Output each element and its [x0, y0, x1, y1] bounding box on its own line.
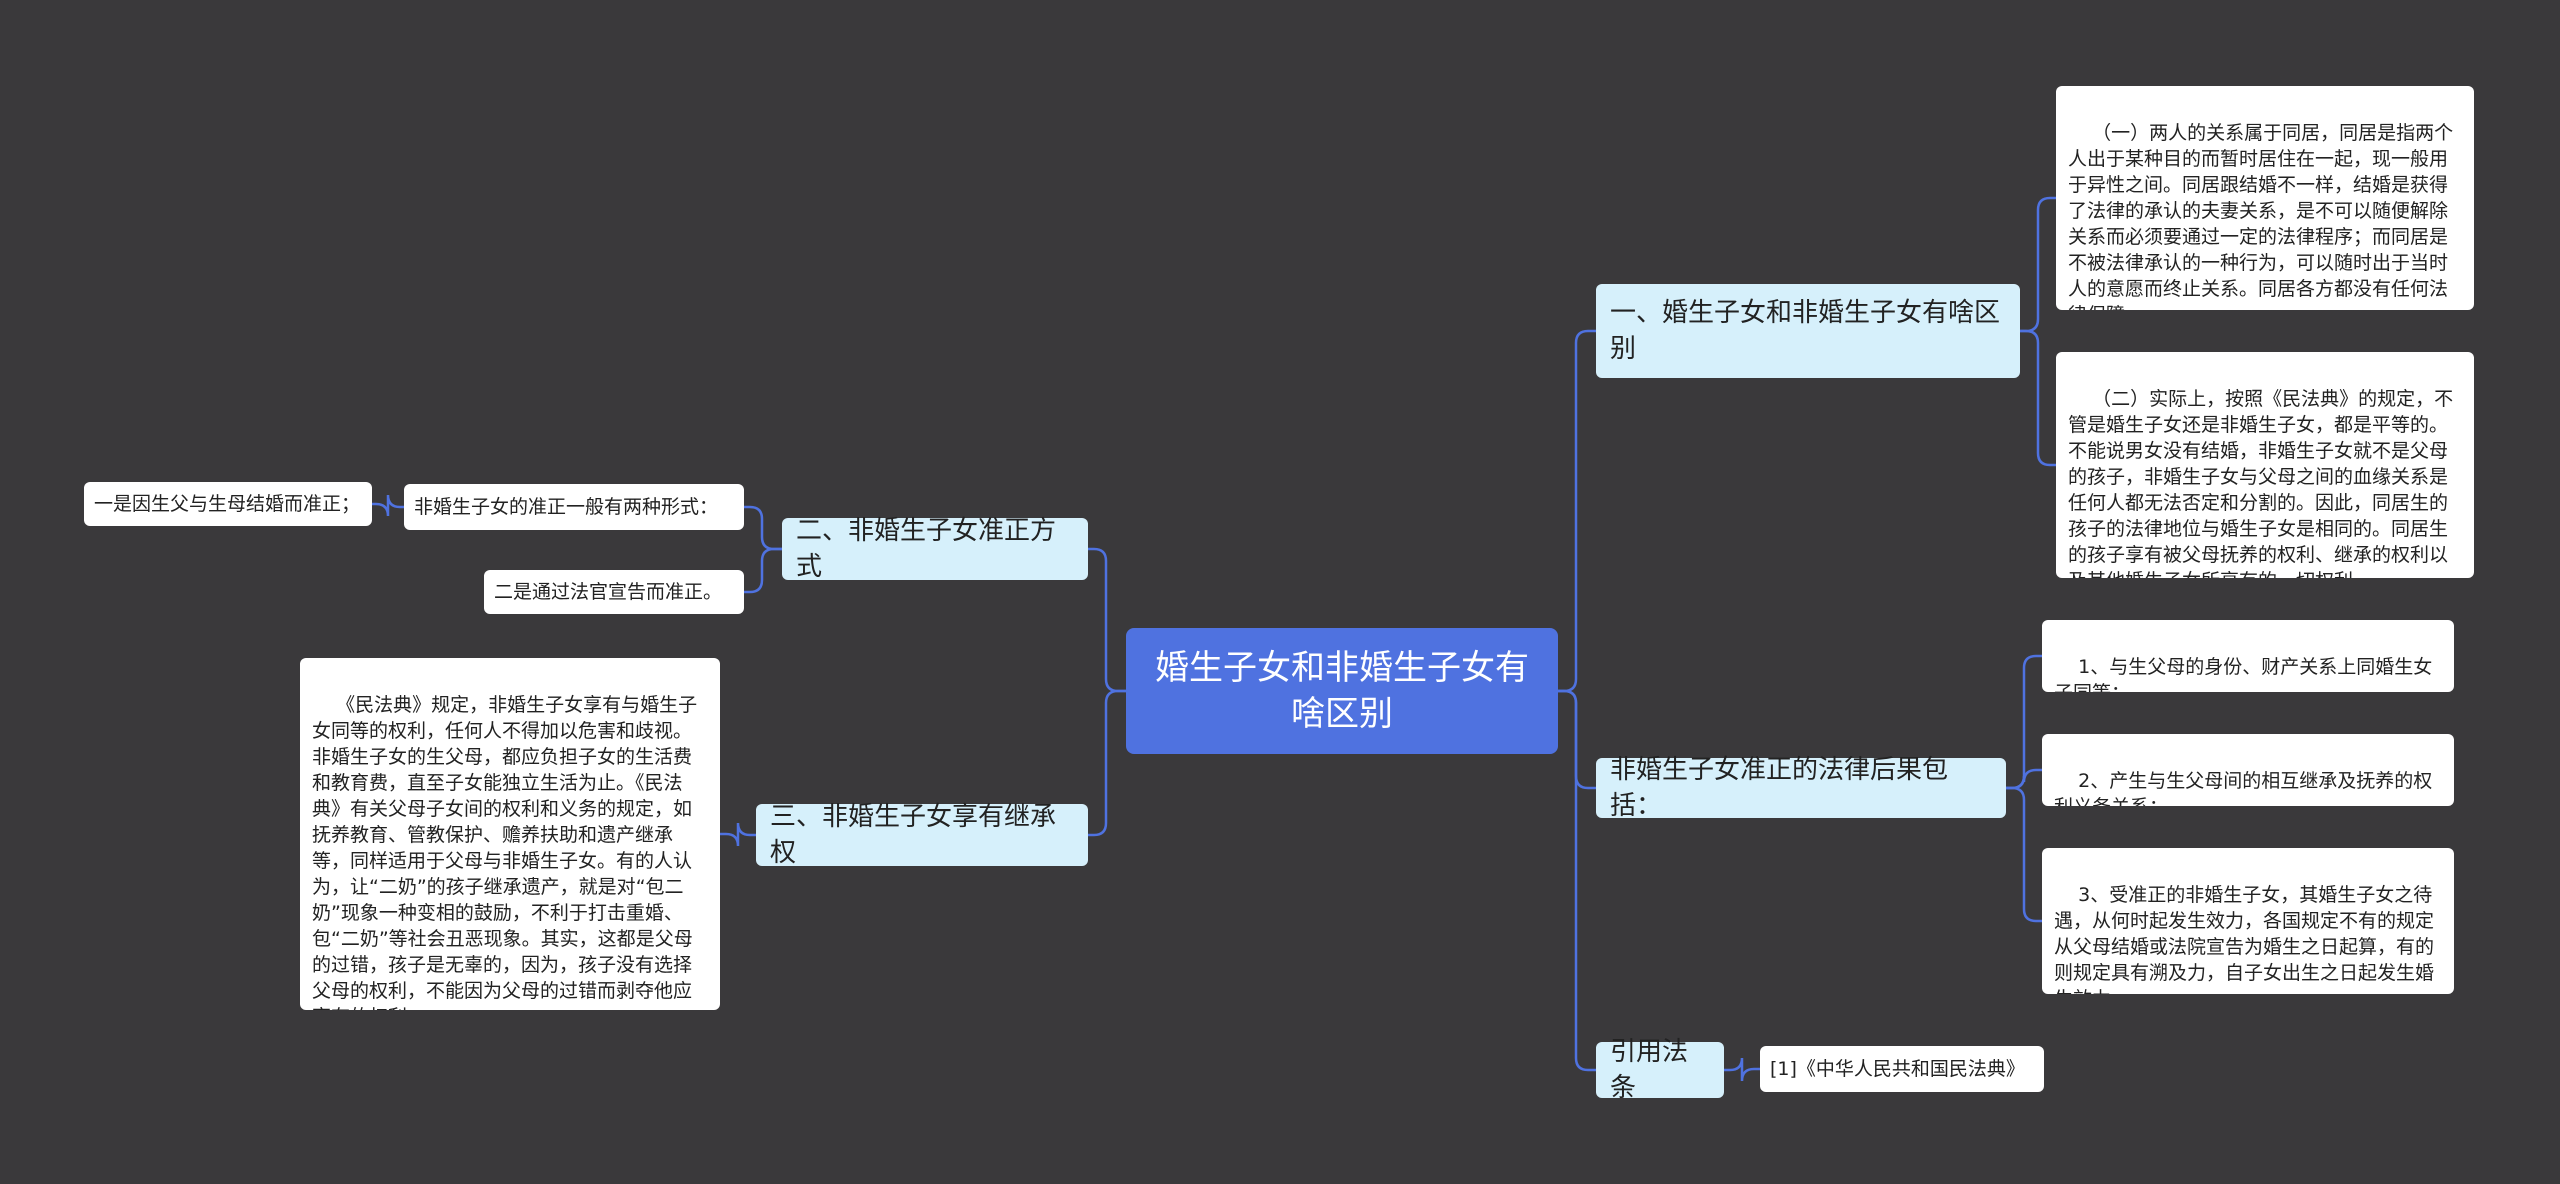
branch-label: 非婚生子女准正的法律后果包括：	[1610, 755, 1949, 821]
branch-difference[interactable]: 一、婚生子女和非婚生子女有啥区别	[1596, 284, 2020, 378]
leaf-cohabitation[interactable]: （一）两人的关系属于同居，同居是指两个人出于某种目的而暂时居住在一起，现一般用于…	[2056, 86, 2474, 310]
branch-legitimation-methods[interactable]: 二、非婚生子女准正方式	[782, 516, 1088, 582]
connector-line	[1724, 1057, 1760, 1082]
connector-line	[1558, 329, 1596, 693]
leaf-consequence-3[interactable]: 3、受准正的非婚生子女，其婚生子女之待遇，从何时起发生效力，各国规定不有的规定从…	[2042, 848, 2454, 994]
leaf-text: 1、与生父母的身份、财产关系上同婚生女子同等；	[2054, 656, 2433, 692]
connector-line	[1088, 547, 1126, 693]
leaf-form-judicial[interactable]: 二是通过法官宣告而准正。	[484, 570, 744, 614]
leaf-text: （一）两人的关系属于同居，同居是指两个人出于某种目的而暂时居住在一起，现一般用于…	[2068, 122, 2454, 310]
leaf-text: [1]《中华人民共和国民法典》	[1770, 1058, 2025, 1080]
root-title: 婚生子女和非婚生子女有啥区别	[1155, 648, 1529, 734]
connector-line	[2006, 786, 2042, 923]
leaf-civil-code[interactable]: [1]《中华人民共和国民法典》	[1760, 1046, 2044, 1092]
connector-line	[1558, 689, 1596, 1072]
leaf-text: 2、产生与生父母间的相互继承及抚养的权利义务关系；	[2054, 770, 2433, 806]
connector-line	[2006, 654, 2042, 790]
leaf-consequence-2[interactable]: 2、产生与生父母间的相互继承及抚养的权利义务关系；	[2042, 734, 2454, 806]
leaf-inheritance-detail[interactable]: 《民法典》规定，非婚生子女享有与婚生子女同等的权利，任何人不得加以危害和歧视。非…	[300, 658, 720, 1010]
branch-cited-law[interactable]: 引用法条	[1596, 1037, 1724, 1103]
root-node[interactable]: 婚生子女和非婚生子女有啥区别	[1126, 628, 1558, 754]
branch-label: 三、非婚生子女享有继承权	[770, 802, 1057, 868]
leaf-text: （二）实际上，按照《民法典》的规定，不管是婚生子女还是非婚生子女，都是平等的。不…	[2068, 388, 2454, 578]
connector-line	[744, 505, 782, 551]
leaf-text: 非婚生子女的准正一般有两种形式：	[414, 496, 719, 518]
leaf-text: 二是通过法官宣告而准正。	[494, 581, 723, 603]
connector-line	[720, 822, 756, 847]
connector-line	[744, 547, 782, 594]
leaf-form-marriage[interactable]: 一是因生父与生母结婚而准正；	[84, 482, 372, 526]
leaf-two-forms[interactable]: 非婚生子女的准正一般有两种形式：	[404, 484, 744, 530]
leaf-equal-rights[interactable]: （二）实际上，按照《民法典》的规定，不管是婚生子女还是非婚生子女，都是平等的。不…	[2056, 352, 2474, 578]
connector-line	[2020, 329, 2056, 467]
branch-legitimation-consequences[interactable]: 非婚生子女准正的法律后果包括：	[1596, 755, 2006, 821]
branch-inheritance-rights[interactable]: 三、非婚生子女享有继承权	[756, 802, 1088, 868]
connector-line	[2020, 196, 2056, 333]
branch-label: 二、非婚生子女准正方式	[796, 516, 1057, 582]
leaf-consequence-1[interactable]: 1、与生父母的身份、财产关系上同婚生女子同等；	[2042, 620, 2454, 692]
leaf-text: 一是因生父与生母结婚而准正；	[94, 493, 361, 515]
connector-line	[1088, 689, 1126, 837]
leaf-text: 《民法典》规定，非婚生子女享有与婚生子女同等的权利，任何人不得加以危害和歧视。非…	[312, 694, 698, 1010]
connector-line	[372, 494, 404, 517]
leaf-text: 3、受准正的非婚生子女，其婚生子女之待遇，从何时起发生效力，各国规定不有的规定从…	[2054, 884, 2435, 994]
branch-label: 一、婚生子女和非婚生子女有啥区别	[1610, 298, 2001, 364]
branch-label: 引用法条	[1610, 1037, 1689, 1103]
